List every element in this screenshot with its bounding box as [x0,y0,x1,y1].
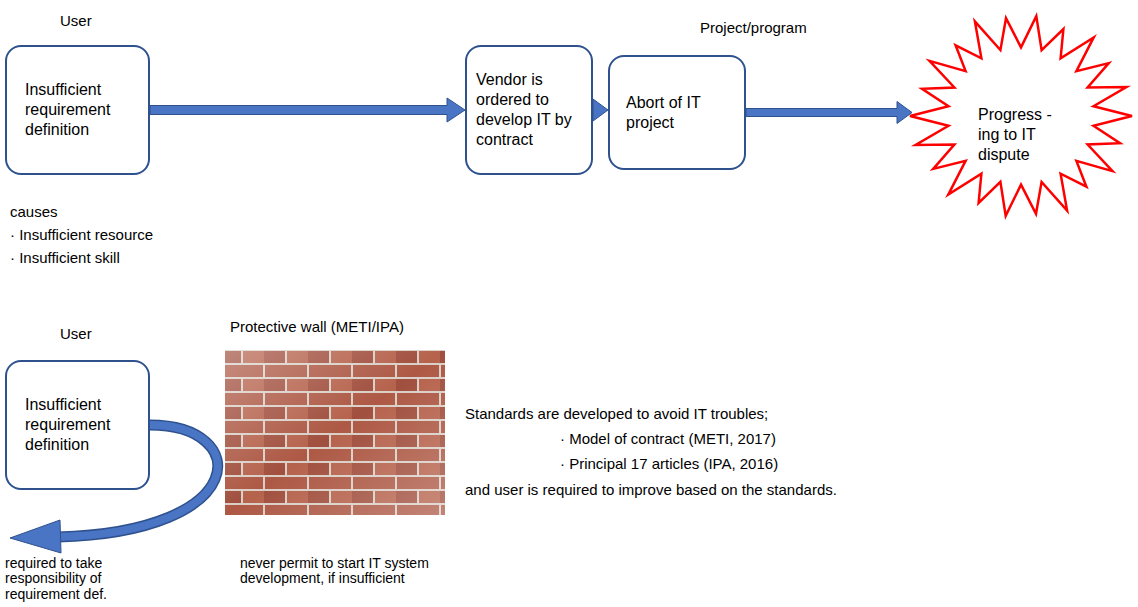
node-heading: User [60,12,92,29]
process-box: UserInsufficient requirement definition [5,360,150,490]
note-text: required to take responsibility of requi… [5,556,155,602]
flow-arrow [150,98,465,122]
brick-wall [225,350,445,515]
note-text: · Model of contract (METI, 2017) [560,430,776,448]
flow-arrow [593,99,608,121]
note-text: never permit to start IT system developm… [240,556,485,587]
note-text: · Principal 17 articles (IPA, 2016) [560,455,778,473]
process-box: UserInsufficient requirement definition [5,45,150,175]
flow-arrow [746,102,912,124]
starburst-shape: Progress -ing to IT dispute [908,10,1134,222]
box-text: Insufficient requirement definition [25,80,130,140]
node-heading: Project/program [700,19,807,36]
process-box: Project/programAbort of IT project [608,55,746,170]
box-text: Insufficient requirement definition [25,395,130,455]
process-box: Vendor is ordered to develop IT by contr… [465,45,593,175]
note-text: Protective wall (METI/IPA) [230,318,404,336]
node-heading: User [60,325,92,342]
note-text: and user is required to improve based on… [465,481,837,499]
note-text: causes [10,203,58,221]
note-text: Standards are developed to avoid IT trou… [465,405,768,423]
note-text: · Insufficient skill [10,249,120,267]
box-text: Abort of IT project [626,93,728,133]
note-text: · Insufficient resource [10,226,153,244]
box-text: Vendor is ordered to develop IT by contr… [476,70,582,150]
starburst-text: Progress -ing to IT dispute [978,105,1070,165]
